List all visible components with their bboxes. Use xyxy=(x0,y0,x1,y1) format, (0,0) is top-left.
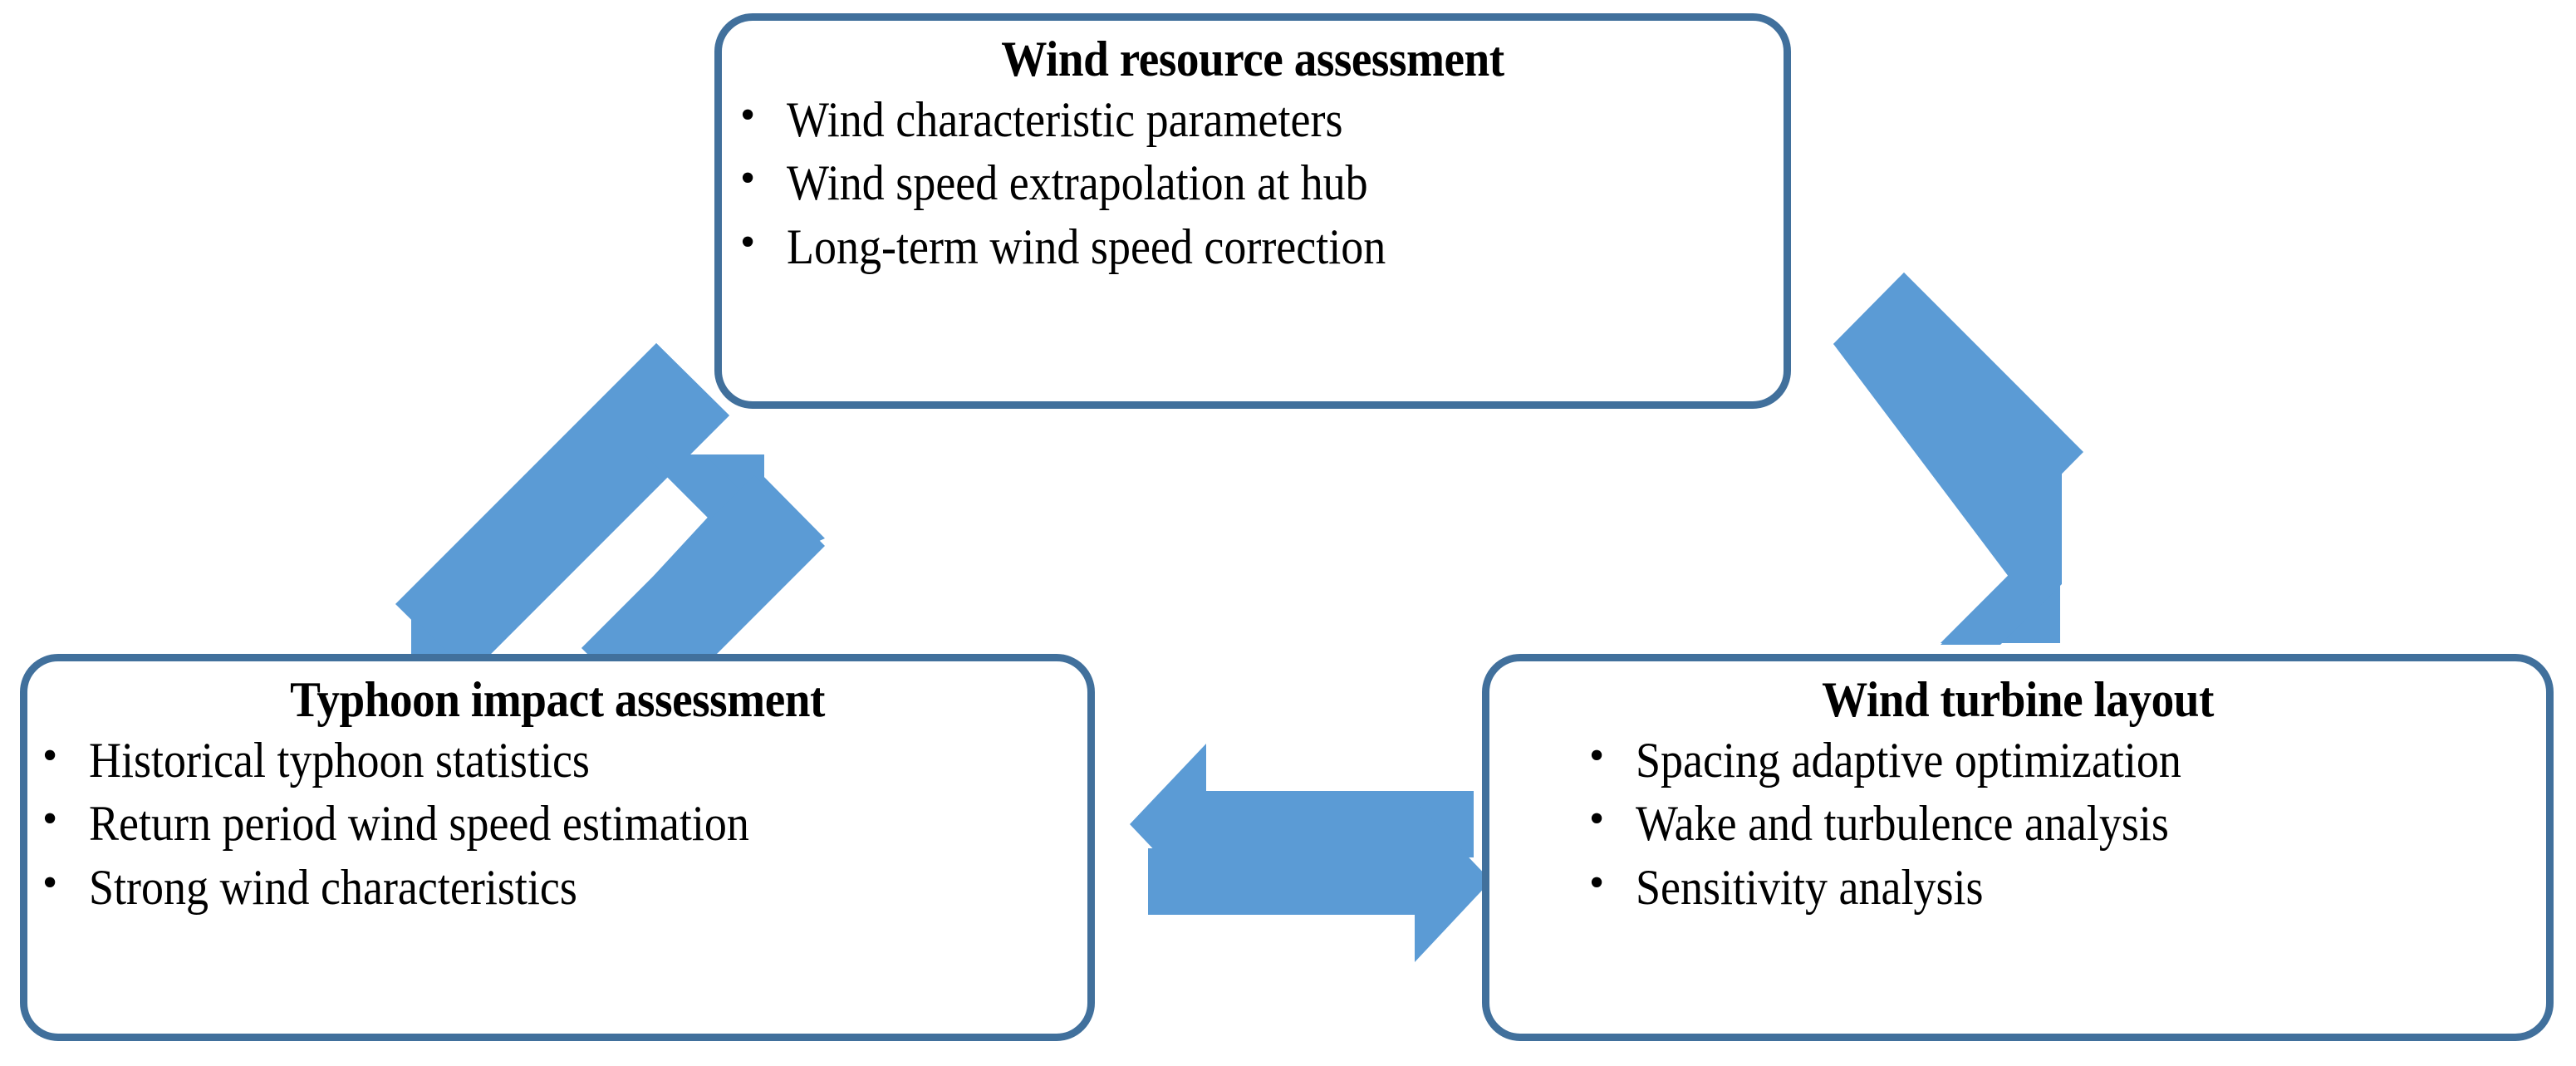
bullet-icon: • xyxy=(740,155,756,203)
bullet-icon: • xyxy=(740,218,756,266)
list-item-label: Wind characteristic parameters xyxy=(787,92,1343,148)
list-item: • Wind characteristic parameters xyxy=(740,88,1784,151)
bullet-icon: • xyxy=(42,858,58,906)
list-item: • Spacing adaptive optimization xyxy=(1589,729,2546,792)
bullet-icon: • xyxy=(1589,795,1605,843)
arrow-top-to-right-body xyxy=(1833,273,2062,645)
list-item: • Wind speed extrapolation at hub xyxy=(740,151,1784,214)
bullet-list: • Spacing adaptive optimization • Wake a… xyxy=(1489,729,2546,919)
list-item: • Sensitivity analysis xyxy=(1589,856,2546,919)
arrow-top-to-left-shaft xyxy=(395,343,729,676)
node-wind-resource-assessment[interactable]: Wind resource assessment • Wind characte… xyxy=(714,13,1791,409)
list-item-label: Sensitivity analysis xyxy=(1636,859,1984,915)
node-typhoon-impact-assessment[interactable]: Typhoon impact assessment • Historical t… xyxy=(20,654,1095,1041)
arrow-right-to-left xyxy=(1130,744,1474,905)
arrow-left-to-right xyxy=(1148,801,1491,962)
bullet-list: • Wind characteristic parameters • Wind … xyxy=(722,88,1784,278)
list-item-label: Wind speed extrapolation at hub xyxy=(787,155,1368,211)
list-item: • Wake and turbulence analysis xyxy=(1589,792,2546,855)
list-item: • Long-term wind speed correction xyxy=(740,215,1784,278)
bullet-icon: • xyxy=(1589,858,1605,906)
list-item-label: Return period wind speed estimation xyxy=(89,796,749,852)
bullet-icon: • xyxy=(1589,732,1605,780)
bullet-icon: • xyxy=(42,795,58,843)
node-title: Typhoon impact assessment xyxy=(290,672,825,727)
list-item-label: Spacing adaptive optimization xyxy=(1636,733,2181,788)
list-item: • Return period wind speed estimation xyxy=(42,792,1087,855)
list-item-label: Historical typhoon statistics xyxy=(89,733,590,788)
bullet-list: • Historical typhoon statistics • Return… xyxy=(27,729,1087,919)
node-title: Wind resource assessment xyxy=(1001,32,1504,86)
bullet-icon: • xyxy=(42,732,58,780)
list-item: • Strong wind characteristics xyxy=(42,856,1087,919)
list-item-label: Wake and turbulence analysis xyxy=(1636,796,2169,852)
node-wind-turbine-layout[interactable]: Wind turbine layout • Spacing adaptive o… xyxy=(1482,654,2554,1041)
node-title: Wind turbine layout xyxy=(1822,672,2214,727)
list-item: • Historical typhoon statistics xyxy=(42,729,1087,792)
bullet-icon: • xyxy=(740,91,756,140)
list-item-label: Long-term wind speed correction xyxy=(787,219,1386,274)
list-item-label: Strong wind characteristics xyxy=(89,859,577,915)
